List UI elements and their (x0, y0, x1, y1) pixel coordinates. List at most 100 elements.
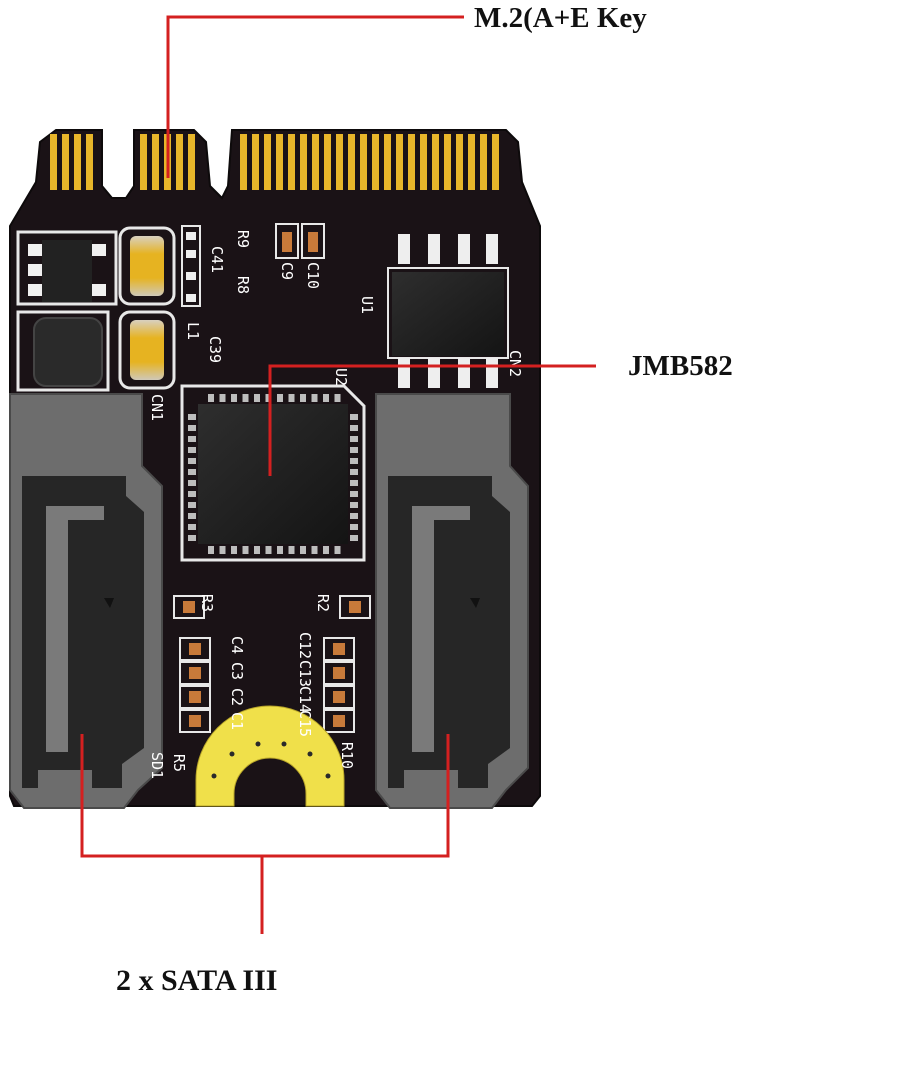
label-m2-key: M.2(A+E Key (474, 2, 647, 34)
silk-c3: C3 (228, 662, 246, 680)
capacitor-yellow-top (118, 226, 176, 306)
capacitor-yellow-bottom (118, 310, 176, 390)
silk-r5: R5 (170, 754, 188, 772)
smd-part (189, 715, 201, 727)
qfn-pin (265, 546, 272, 554)
gold-finger (300, 134, 307, 190)
silk-c13: C13 (296, 660, 314, 687)
label-sata-ports: 2 x SATA III (116, 964, 278, 997)
smd-part (183, 601, 195, 613)
silk-c1: C1 (228, 712, 246, 730)
qfn-pin (334, 394, 341, 402)
smd-part (333, 667, 345, 679)
gold-finger (264, 134, 271, 190)
qfn-pin (219, 394, 226, 402)
chip-jmb582 (180, 384, 366, 562)
qfn-pin (188, 414, 196, 420)
gold-finger (74, 134, 81, 190)
silk-l1: L1 (184, 322, 202, 340)
qfn-pin (350, 414, 358, 420)
qfn-pin (350, 513, 358, 519)
smd-outline (323, 709, 355, 733)
qfn-pin (277, 394, 283, 402)
callout-lines (80, 15, 596, 934)
qfn-pin (350, 469, 358, 475)
label-jmb582: JMB582 (628, 350, 733, 382)
silk-c15: C15 (296, 710, 314, 737)
qfn-pin (188, 480, 196, 486)
smd-part (333, 715, 345, 727)
qfn-pin (288, 546, 295, 554)
smd-components-top (181, 223, 325, 307)
qfn-pin (188, 491, 196, 497)
gold-fingers (50, 134, 499, 190)
qfn-pin (350, 535, 358, 541)
gold-finger (432, 134, 439, 190)
qfn-pin (254, 546, 260, 554)
silk-c4: C4 (228, 636, 246, 654)
smd-part (333, 643, 345, 655)
qfn-pin (288, 394, 295, 402)
qfn-pin (188, 502, 196, 508)
qfn-pin (254, 394, 260, 402)
silk-c41: C41 (208, 246, 226, 273)
qfn-pin (311, 394, 318, 402)
smd-part (189, 667, 201, 679)
smd-part (349, 601, 361, 613)
silk-r3: R3 (198, 594, 216, 612)
qfn-pin (350, 491, 358, 497)
smd-outline (179, 637, 211, 661)
qfn-pin (350, 480, 358, 486)
sata-connector-right (375, 393, 529, 809)
gold-finger (492, 134, 499, 190)
silk-c9: C9 (278, 262, 296, 280)
gold-finger (408, 134, 415, 190)
gold-finger (252, 134, 259, 190)
smd-part (333, 691, 345, 703)
smd-part (189, 691, 201, 703)
gold-finger (288, 134, 295, 190)
gold-finger (240, 134, 247, 190)
smd-outline (173, 595, 205, 619)
qfn-pin (300, 394, 306, 402)
silk-sd1: SD1 (148, 752, 166, 779)
callout-line-m2 (166, 15, 464, 178)
qfn-pin (231, 394, 237, 402)
qfn-pin (350, 502, 358, 508)
silk-u2: U2 (332, 368, 350, 386)
qfn-pin (311, 546, 318, 554)
silk-c10: C10 (304, 262, 322, 289)
smd-components-bottom (173, 595, 371, 733)
silk-c2: C2 (228, 688, 246, 706)
gold-finger (396, 134, 403, 190)
smd-outline (179, 685, 211, 709)
silk-c12: C12 (296, 632, 314, 659)
qfn-pin (188, 513, 196, 519)
qfn-pin (188, 447, 196, 453)
smd-outline (179, 709, 211, 733)
silk-cn2: CN2 (506, 350, 524, 377)
qfn-pin (334, 546, 341, 554)
gold-finger (372, 134, 379, 190)
silk-r9: R9 (234, 230, 252, 248)
qfn-pin (219, 546, 226, 554)
gold-finger (456, 134, 463, 190)
smd-outline (179, 661, 211, 685)
silk-u1: U1 (358, 296, 376, 314)
qfn-pin (208, 546, 214, 554)
inductor (16, 310, 110, 392)
qfn-pin (242, 546, 249, 554)
qfn-pin (188, 436, 196, 442)
qfn-pin (188, 535, 196, 541)
silk-c39: C39 (206, 336, 224, 363)
silkscreen-text: R9 R8 C41 C10 C9 L1 C39 U1 U2 CN1 CN2 R3… (148, 230, 524, 779)
silk-r8: R8 (234, 276, 252, 294)
gold-finger (348, 134, 355, 190)
gold-finger (152, 134, 159, 190)
smd-outline (323, 661, 355, 685)
qfn-pin (188, 469, 196, 475)
qfn-pin (350, 447, 358, 453)
mounting-hole (195, 705, 345, 807)
qfn-pin (350, 524, 358, 530)
